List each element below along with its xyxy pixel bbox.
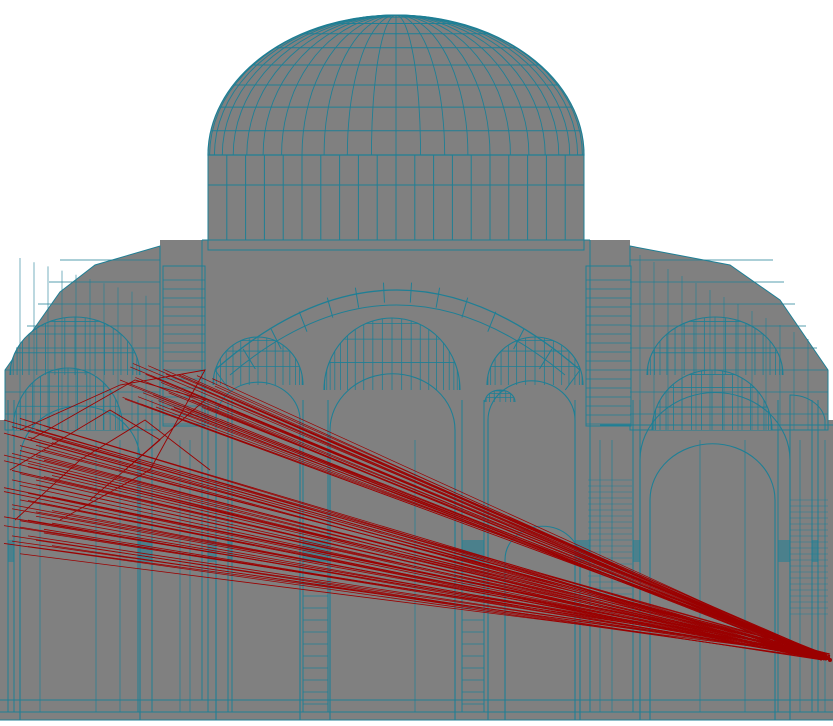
sound-ray: [204, 416, 828, 661]
arch-voussoir: [513, 328, 525, 350]
sound-ray: [51, 442, 827, 656]
sound-ray: [155, 406, 825, 657]
sound-ray: [27, 429, 831, 656]
sound-ray: [27, 546, 823, 655]
dome-meridian: [395, 14, 421, 155]
sound-ray: [207, 407, 825, 659]
dome-meridian: [323, 14, 397, 156]
sound-ray: [11, 508, 827, 656]
right-inner-arch: [649, 443, 776, 720]
arch-voussoir: [539, 348, 553, 370]
sound-ray: [19, 553, 827, 656]
dome-meridian: [395, 14, 530, 156]
building-wireframe: [0, 14, 833, 721]
ray-source-point: [828, 658, 832, 662]
dome-meridian: [346, 14, 397, 156]
column-capital: [812, 540, 818, 562]
dome-meridian: [246, 14, 397, 156]
arch-voussoir: [435, 287, 441, 308]
dome-meridian: [395, 14, 446, 156]
sound-ray: [214, 385, 828, 659]
right-tower-solid: [585, 265, 632, 427]
great-arch-outer: [214, 289, 581, 371]
sound-ray: [191, 399, 831, 659]
sound-ray: [43, 459, 827, 655]
sound-ray: [181, 373, 831, 661]
far-right-small-dome: [789, 394, 826, 431]
arch-voussoir: [487, 311, 497, 332]
column-capital: [8, 540, 14, 562]
sound-ray: [35, 484, 823, 658]
sound-ray: [189, 412, 822, 661]
arch-voussoir: [382, 282, 385, 303]
sound-ray: [212, 378, 831, 661]
sound-ray: [3, 543, 823, 659]
reflected-ray: [19, 369, 206, 521]
sound-ray: [43, 532, 831, 655]
lower-wall-solid: [0, 420, 833, 720]
dome-meridian: [395, 14, 491, 156]
column-capital: [633, 540, 640, 562]
arch-voussoir: [354, 287, 360, 308]
arch-voussoir: [409, 282, 413, 303]
dome-meridian: [395, 14, 469, 156]
dome-meridian: [262, 14, 397, 156]
sound-ray: [51, 496, 827, 655]
central-arcade-arch: [329, 373, 456, 720]
left-tower-solid: [162, 265, 206, 427]
left-outer-arch: [19, 405, 141, 720]
arch-voussoir: [326, 297, 334, 318]
sound-ray: [199, 387, 822, 659]
reflected-ray: [14, 419, 211, 521]
dome-meridian: [395, 14, 583, 156]
building-solid-fill: [0, 14, 833, 720]
dome-meridian: [281, 14, 397, 156]
sound-ray: [209, 389, 822, 657]
dome-meridian: [213, 14, 397, 156]
sound-ray: [35, 511, 831, 655]
sound-ray: [217, 405, 825, 657]
sound-ray: [19, 499, 827, 658]
right-arcade-arch: [487, 380, 576, 720]
left-arcade-arch: [215, 381, 301, 720]
arch-voussoir: [298, 311, 308, 332]
dome-meridian: [232, 14, 397, 156]
arch-voussoir: [564, 369, 581, 391]
sound-ray: [11, 540, 831, 658]
column-capital: [778, 540, 790, 562]
arch-voussoir: [214, 369, 230, 391]
dome-meridian: [395, 14, 546, 156]
sound-ray: [51, 522, 831, 656]
dome-meridian: [301, 14, 397, 156]
dome-meridian: [395, 14, 511, 156]
sound-ray: [27, 466, 831, 655]
dome-meridian: [371, 14, 397, 155]
column-capital: [208, 540, 216, 562]
arch-voussoir: [270, 328, 282, 350]
sound-ray: [219, 418, 822, 661]
sound-ray-fan: [3, 363, 832, 662]
sound-ray: [51, 438, 831, 659]
dome-meridian: [221, 14, 397, 156]
dome-meridian: [395, 14, 560, 156]
right-outer-arch: [639, 392, 791, 720]
sound-ray: [51, 475, 831, 658]
arch-voussoir: [461, 297, 469, 318]
